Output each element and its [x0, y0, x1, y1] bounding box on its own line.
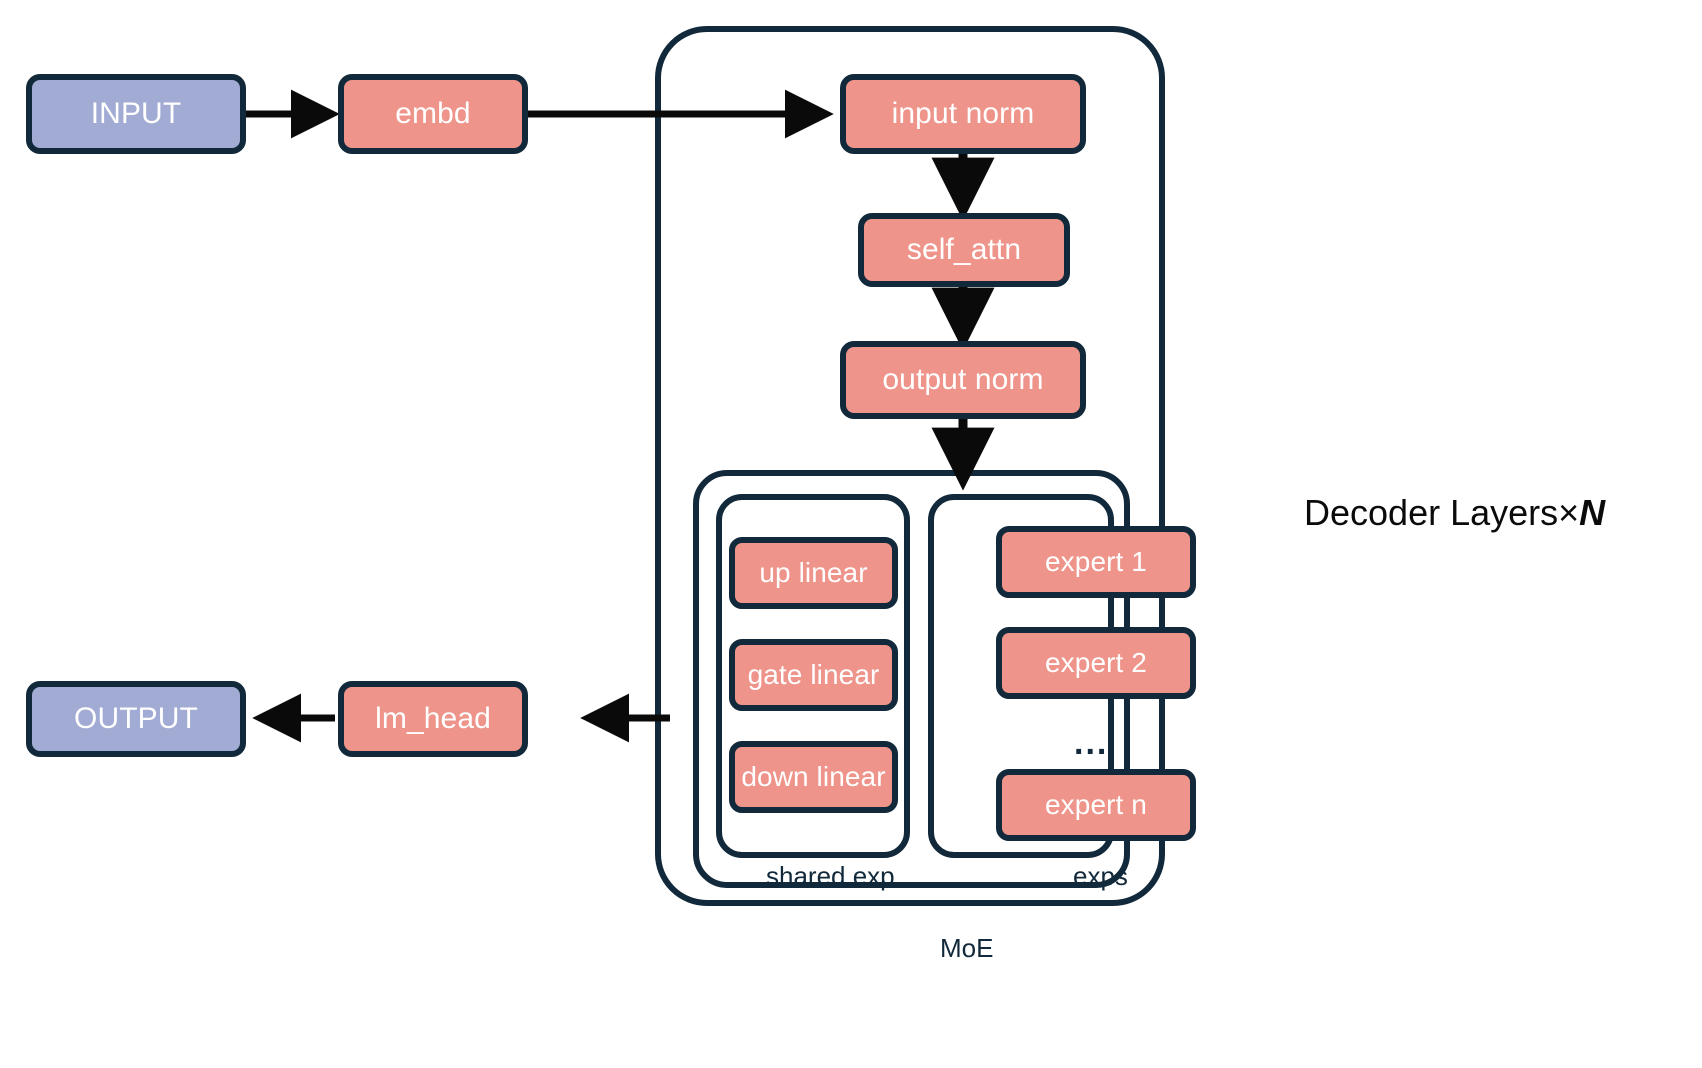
decoder-layers-caption-text: Decoder Layers× — [1304, 492, 1580, 533]
experts-ellipsis: ... — [1074, 724, 1109, 762]
exps-label: exps — [1073, 861, 1128, 891]
decoder-layers-caption: Decoder Layers×N — [1304, 495, 1605, 531]
node-output-norm[interactable]: output norm — [840, 341, 1086, 419]
decoder-layers-group — [655, 26, 1165, 906]
shared-expert-group — [716, 494, 910, 858]
node-output[interactable]: OUTPUT — [26, 681, 246, 757]
node-input-norm[interactable]: input norm — [840, 74, 1086, 154]
node-self-attn[interactable]: self_attn — [858, 213, 1070, 287]
node-lm-head[interactable]: lm_head — [338, 681, 528, 757]
node-embd[interactable]: embd — [338, 74, 528, 154]
moe-label: MoE — [940, 933, 994, 963]
decoder-layers-count-symbol: N — [1579, 492, 1606, 533]
shared-exp-label: shared exp — [766, 861, 895, 891]
node-expert-2[interactable]: expert 2 — [996, 627, 1196, 699]
node-expert-n[interactable]: expert n — [996, 769, 1196, 841]
node-up-linear[interactable]: up linear — [729, 537, 898, 609]
node-expert-1[interactable]: expert 1 — [996, 526, 1196, 598]
node-down-linear[interactable]: down linear — [729, 741, 898, 813]
node-input[interactable]: INPUT — [26, 74, 246, 154]
node-gate-linear[interactable]: gate linear — [729, 639, 898, 711]
